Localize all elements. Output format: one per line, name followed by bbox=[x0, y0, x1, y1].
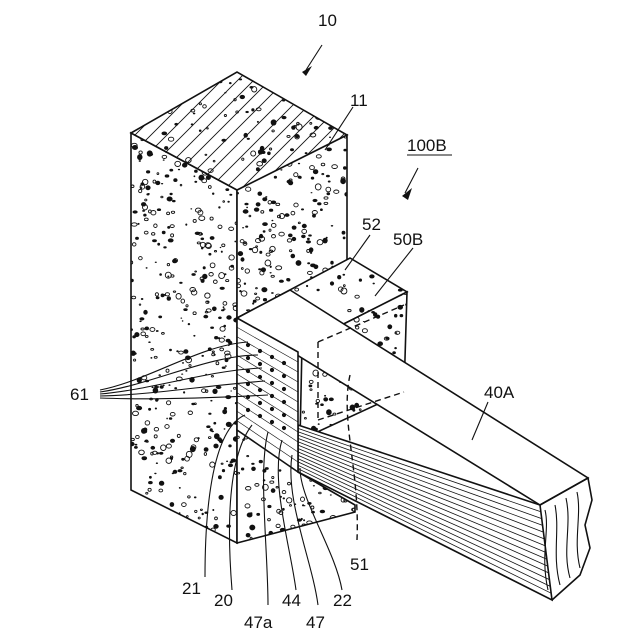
label-40a: 40A bbox=[484, 383, 515, 402]
label-52: 52 bbox=[362, 215, 381, 234]
label-47a: 47a bbox=[244, 613, 273, 632]
label-51: 51 bbox=[350, 555, 369, 574]
label-11: 11 bbox=[350, 91, 368, 110]
label-100b: 100B bbox=[407, 136, 447, 155]
label-21: 21 bbox=[182, 579, 201, 598]
label-22: 22 bbox=[333, 591, 352, 610]
label-47: 47 bbox=[306, 613, 325, 632]
label-44: 44 bbox=[282, 591, 301, 610]
label-10: 10 bbox=[318, 11, 337, 30]
beam-40a bbox=[237, 290, 592, 600]
label-61: 61 bbox=[70, 385, 89, 404]
label-20: 20 bbox=[214, 591, 233, 610]
beam-end-grain bbox=[545, 492, 580, 590]
label-50b: 50B bbox=[393, 230, 423, 249]
